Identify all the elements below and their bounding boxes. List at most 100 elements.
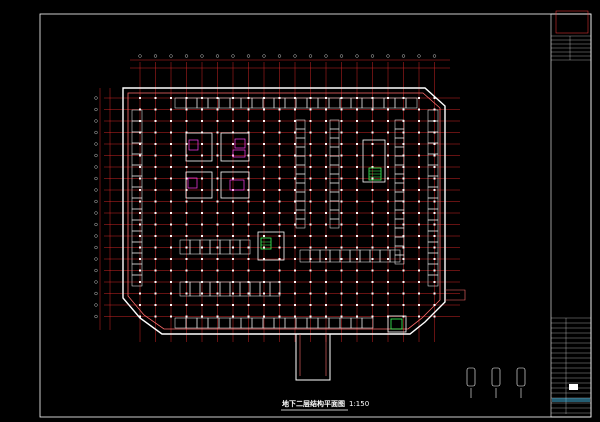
column <box>387 120 389 122</box>
column <box>201 177 203 180</box>
parking-stall <box>295 164 306 175</box>
column <box>139 143 141 145</box>
parking-stall <box>131 131 143 144</box>
column <box>139 304 141 306</box>
column <box>309 235 312 237</box>
parking-stall <box>427 208 439 221</box>
column <box>278 120 281 122</box>
column <box>387 143 389 145</box>
parking-stall <box>427 274 439 287</box>
column <box>139 212 141 214</box>
column <box>309 189 312 191</box>
column <box>294 315 296 318</box>
column <box>340 292 343 295</box>
axis-grid <box>94 54 460 342</box>
column <box>185 269 188 272</box>
column <box>139 223 141 226</box>
column <box>247 269 250 272</box>
column <box>278 177 281 180</box>
column <box>309 166 312 168</box>
parking-stall <box>361 97 374 109</box>
column <box>170 200 172 203</box>
column <box>201 143 203 145</box>
title-block-highlight <box>552 398 590 402</box>
parking-stall <box>262 317 275 329</box>
column <box>402 154 405 157</box>
column <box>325 258 327 260</box>
column <box>356 120 358 122</box>
parking-stall <box>427 131 439 144</box>
core-room <box>387 315 407 333</box>
column <box>216 143 219 145</box>
axis-bubble <box>94 245 98 250</box>
column <box>433 108 436 111</box>
column <box>433 212 436 214</box>
parking-stall <box>185 317 198 329</box>
parking-stall <box>295 97 308 109</box>
column <box>433 131 436 134</box>
axis-bubble <box>94 199 98 204</box>
column <box>309 108 312 111</box>
detail-symbol <box>516 367 526 387</box>
column <box>294 269 296 272</box>
column <box>201 120 203 122</box>
column <box>263 258 265 260</box>
column <box>201 269 203 272</box>
column <box>216 177 219 180</box>
column <box>216 131 219 134</box>
axis-bubble <box>200 54 204 58</box>
column <box>139 154 141 157</box>
column <box>340 223 343 226</box>
column <box>325 131 327 134</box>
detail-symbol <box>466 367 476 387</box>
axis-bubble <box>94 153 98 158</box>
parking-stall <box>329 164 340 175</box>
column <box>185 235 188 237</box>
column <box>216 269 219 272</box>
column <box>325 177 327 180</box>
column <box>216 154 219 157</box>
column <box>139 177 141 180</box>
column <box>201 131 203 134</box>
column <box>433 223 436 226</box>
column <box>263 143 265 145</box>
column <box>402 166 405 168</box>
parking-stall <box>306 317 319 329</box>
column <box>309 120 312 122</box>
column <box>340 166 343 168</box>
axis-bubble <box>231 54 235 58</box>
column <box>170 281 172 283</box>
column <box>325 292 327 295</box>
column <box>278 235 281 237</box>
axis-bubble <box>94 222 98 227</box>
column <box>294 189 296 191</box>
column <box>278 154 281 157</box>
column <box>418 212 420 214</box>
column <box>247 235 250 237</box>
parking-stall <box>179 281 191 297</box>
axis-bubble <box>277 54 282 58</box>
column <box>278 166 281 168</box>
column <box>185 189 188 191</box>
axis-bubble <box>246 54 251 58</box>
parking-stall <box>295 128 306 139</box>
column <box>340 200 343 203</box>
column <box>232 246 234 249</box>
column <box>216 108 219 111</box>
column <box>263 235 265 237</box>
column <box>371 120 374 122</box>
column <box>201 246 203 249</box>
column <box>371 315 374 318</box>
axis-bubble <box>94 280 98 284</box>
parking-stall <box>427 186 439 199</box>
column <box>402 97 405 99</box>
column <box>185 120 188 122</box>
column <box>216 212 219 214</box>
column <box>170 166 172 168</box>
column <box>185 200 188 203</box>
column <box>309 200 312 203</box>
column <box>433 154 436 157</box>
column <box>294 235 296 237</box>
column <box>263 315 265 318</box>
parking-stall <box>131 274 143 287</box>
